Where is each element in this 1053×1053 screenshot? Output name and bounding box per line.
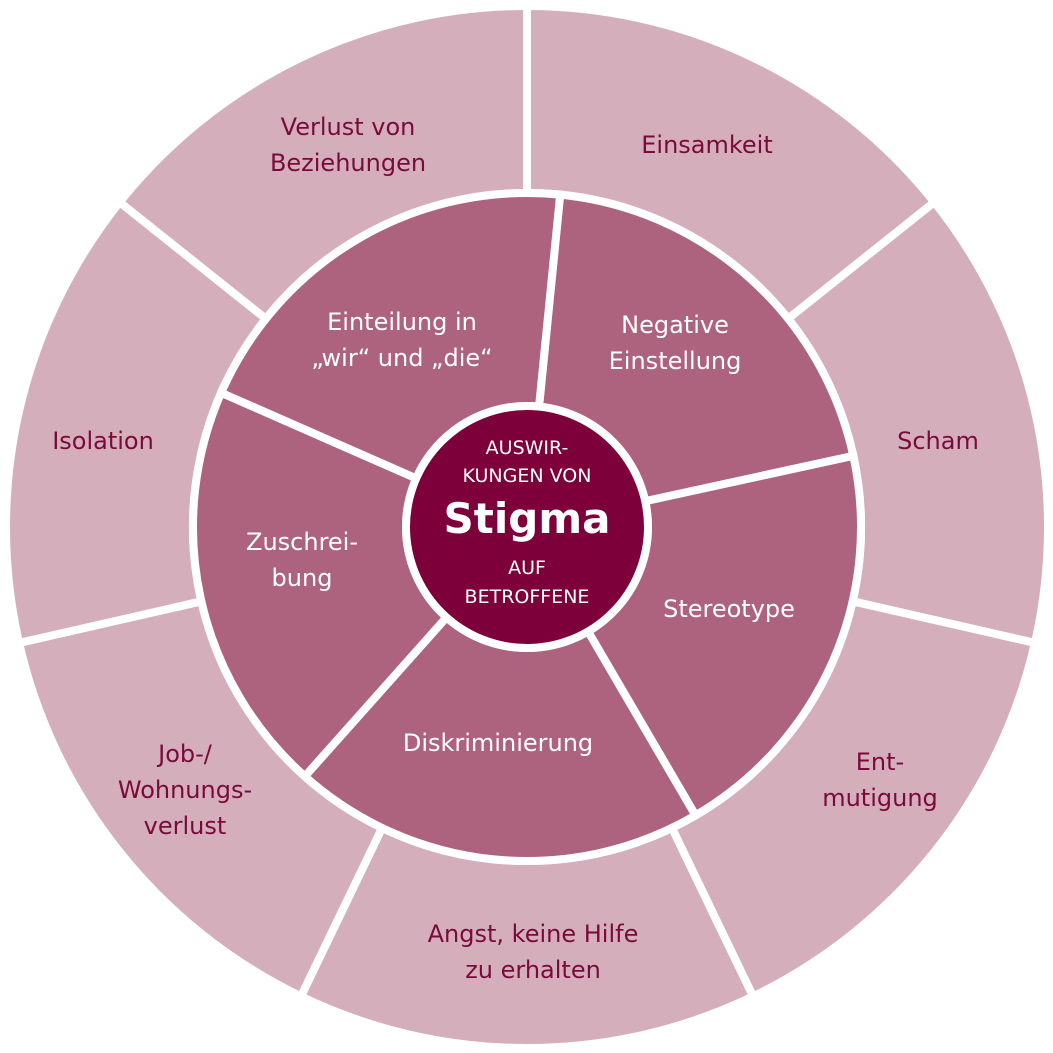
outer-label: verlust xyxy=(144,812,227,840)
middle-segment: Diskriminierung xyxy=(299,611,701,865)
outer-label: Scham xyxy=(897,427,979,455)
center-line-1: AUSWIR- xyxy=(486,437,569,459)
outer-segment: Angst, keine Hilfe zu erhalten xyxy=(295,822,759,1052)
center-line-4: BETROFFENE xyxy=(465,586,590,608)
outer-label: Einsamkeit xyxy=(641,131,773,159)
outer-label: Beziehungen xyxy=(270,149,426,177)
middle-label: Zuschrei- xyxy=(246,528,358,556)
middle-label: Diskriminierung xyxy=(403,729,593,757)
middle-label: „wir“ und „die“ xyxy=(311,344,492,372)
outer-label: Job-/ xyxy=(156,740,213,768)
middle-label: Einstellung xyxy=(609,347,742,375)
outer-label: Angst, keine Hilfe xyxy=(428,920,639,948)
middle-label: bung xyxy=(272,564,333,592)
center-title: Stigma xyxy=(444,494,611,543)
outer-label: zu erhalten xyxy=(465,956,601,984)
center-circle: AUSWIR- KUNGEN VON Stigma AUF BETROFFENE xyxy=(402,402,652,652)
middle-segment: Zuschrei-bung xyxy=(189,387,453,783)
center-line-2: KUNGEN VON xyxy=(463,465,592,487)
middle-label: Stereotype xyxy=(663,595,795,623)
outer-label: Ent- xyxy=(856,748,904,776)
outer-label: Verlust von xyxy=(281,113,416,141)
middle-label: Einteilung in xyxy=(327,308,477,336)
outer-label: mutigung xyxy=(822,784,938,812)
middle-segment: Stereotype xyxy=(582,451,865,821)
outer-label: Isolation xyxy=(52,427,154,455)
outer-label: Wohnungs- xyxy=(118,776,252,804)
middle-ring: NegativeEinstellungStereotypeDiskriminie… xyxy=(189,189,865,865)
center-line-3: AUF xyxy=(508,557,546,579)
middle-label: Negative xyxy=(621,311,729,339)
